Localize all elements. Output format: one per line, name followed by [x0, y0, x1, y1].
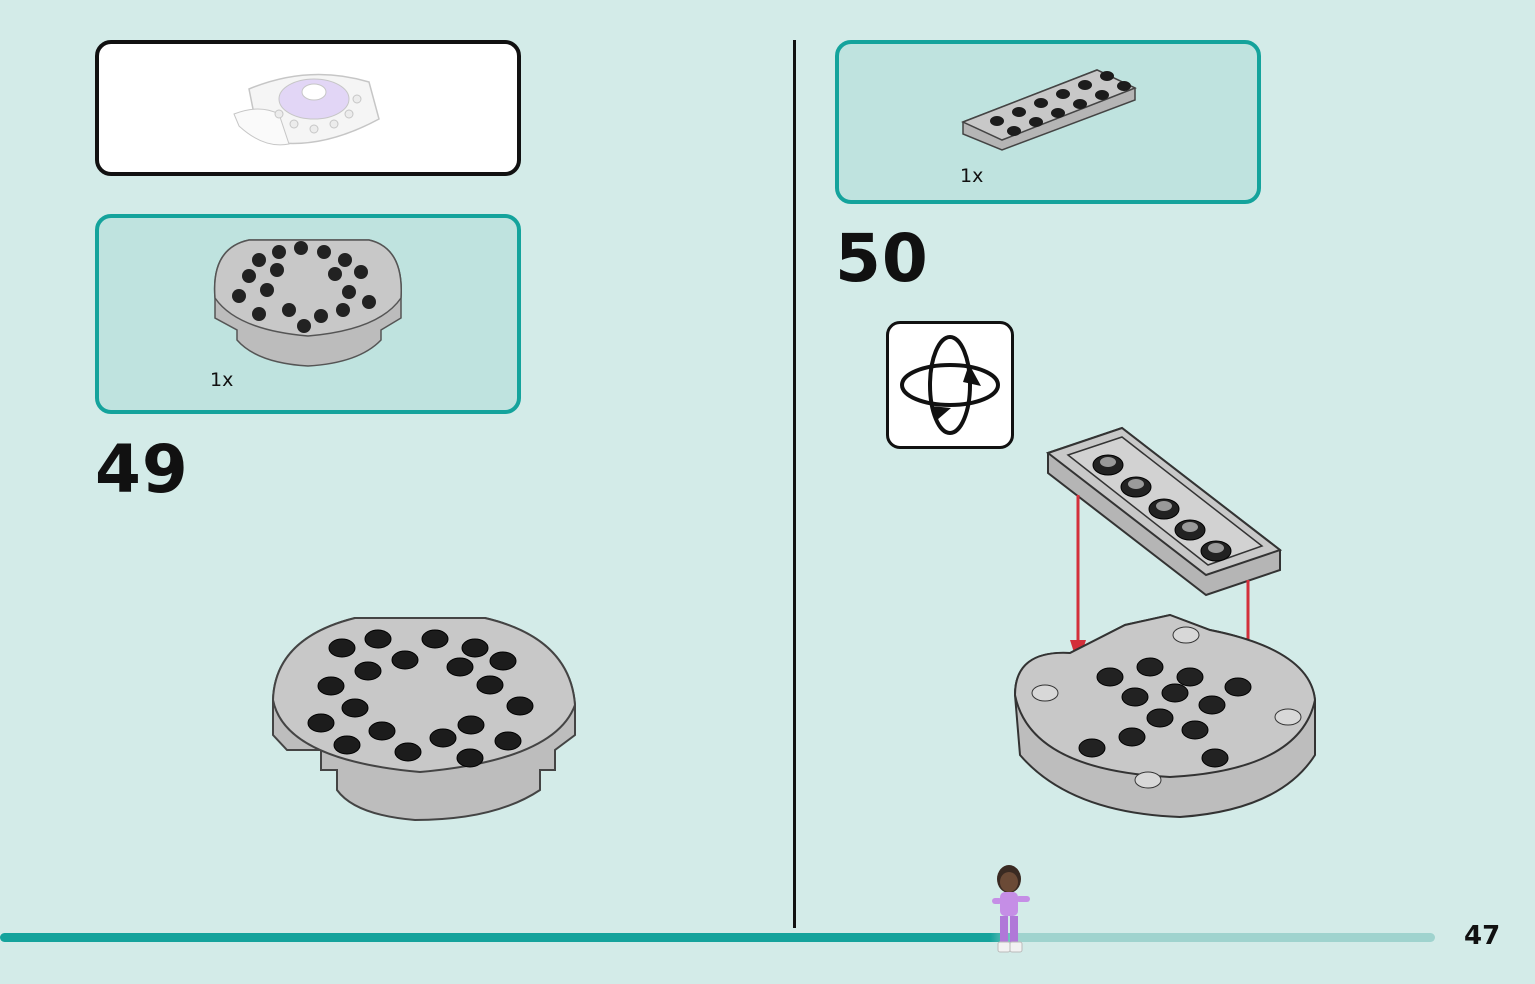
part-quantity-label: 1x — [210, 369, 234, 391]
page-number: 47 — [1464, 921, 1501, 951]
parts-needed-panel-step-49: 1x — [95, 214, 521, 414]
rotate-model-indicator — [886, 321, 1014, 449]
model-preview-panel — [95, 40, 521, 176]
part-quantity-label: 1x — [960, 165, 984, 187]
model-preview-image — [233, 73, 380, 146]
round-plate-part-icon — [213, 239, 402, 367]
column-divider — [793, 40, 796, 928]
step-49-build-illustration — [271, 617, 577, 822]
rotate-model-icon — [900, 335, 1000, 435]
minifigure-progress-marker — [992, 865, 1030, 953]
step-number-49: 49 — [95, 431, 189, 508]
parts-needed-panel-step-50: 1x — [835, 40, 1261, 204]
step-50-build-illustration — [1013, 426, 1317, 819]
plate-2x6-part-icon — [961, 69, 1137, 151]
page-progress-bar — [0, 933, 1435, 942]
step-number-50: 50 — [835, 220, 929, 297]
